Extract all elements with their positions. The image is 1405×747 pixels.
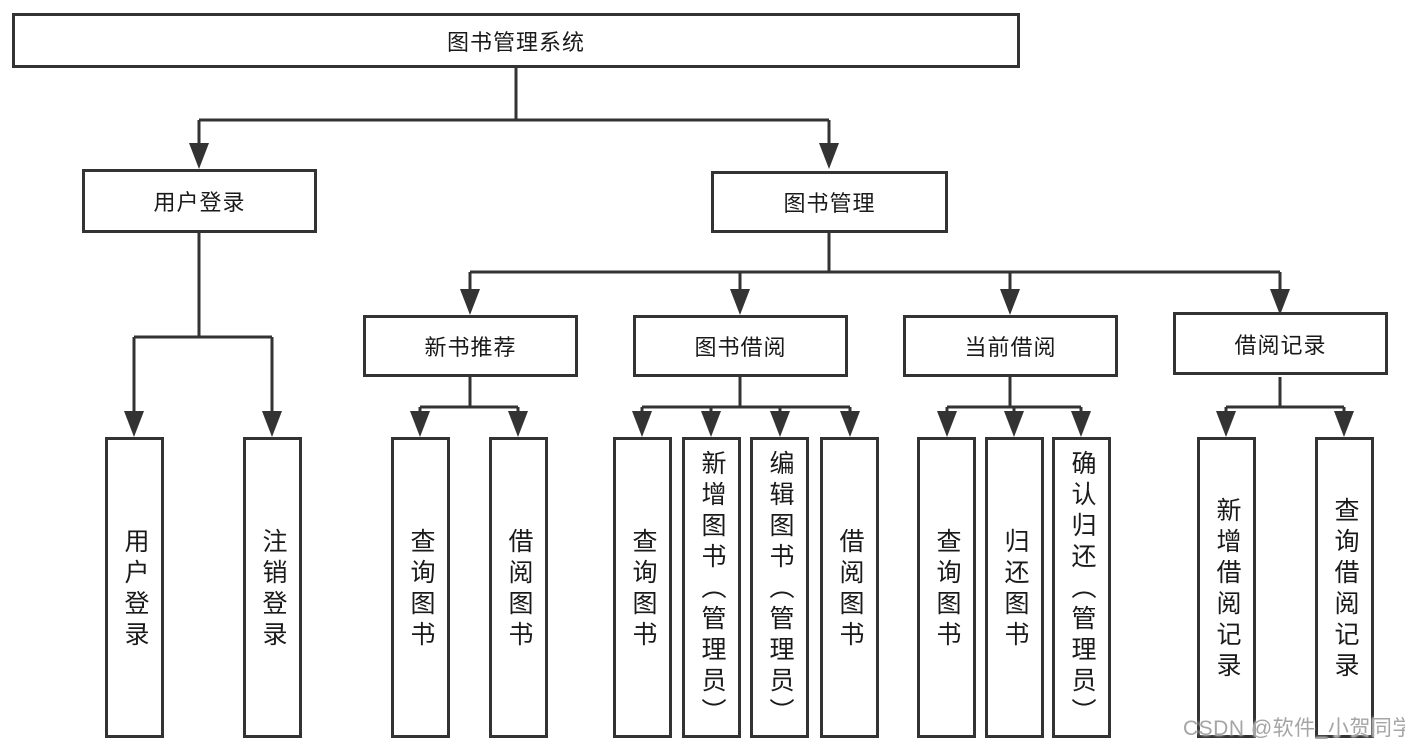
leaf-add-borrow-record: 新增借阅记录 (1197, 437, 1256, 738)
leaf-query-book-borrow: 查询图书 (613, 437, 672, 738)
node-book-borrow: 图书借阅 (633, 315, 848, 377)
watermark-text: CSDN @软件_小贺同学 (1183, 717, 1405, 740)
leaf-borrow-book-recommend: 借阅图书 (489, 437, 548, 738)
leaf-logout-login: 注销登录 (243, 437, 302, 738)
leaf-user-login: 用户登录 (105, 437, 164, 738)
leaf-borrow-book: 借阅图书 (820, 437, 879, 738)
leaf-add-book-admin: 新增图书（管理员） (682, 437, 741, 738)
leaf-edit-book-admin: 编辑图书（管理员） (750, 437, 809, 738)
arrowheads (124, 143, 1354, 437)
node-user-login: 用户登录 (82, 169, 317, 233)
leaf-return-book: 归还图书 (985, 437, 1044, 738)
node-new-book-recommend: 新书推荐 (363, 315, 578, 377)
node-current-borrow: 当前借阅 (903, 315, 1118, 377)
leaf-query-borrow-record: 查询借阅记录 (1315, 437, 1374, 738)
leaf-confirm-return-admin: 确认归还（管理员） (1052, 437, 1111, 738)
leaf-query-book-recommend: 查询图书 (391, 437, 450, 738)
node-root: 图书管理系统 (12, 13, 1020, 68)
leaf-query-book-current: 查询图书 (917, 437, 976, 738)
node-book-management: 图书管理 (711, 171, 948, 233)
node-borrow-records: 借阅记录 (1173, 312, 1388, 375)
